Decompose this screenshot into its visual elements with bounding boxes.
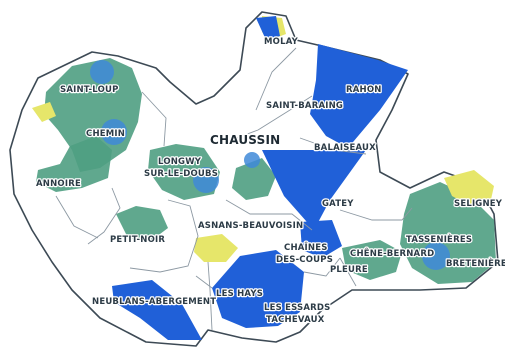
- blue-zone-moissey: [256, 16, 280, 40]
- yellow-zone-seligney: [444, 170, 494, 206]
- label-balaiseaux: BALAISEAUX: [314, 143, 376, 153]
- label-bretenieres: BRETENIÈRES: [446, 257, 505, 269]
- blue-zone-les-hays: [212, 250, 304, 328]
- blue-spot-longwy: [193, 167, 219, 193]
- green-zone-petit-noir: [116, 206, 168, 240]
- label-chaines: CHAÎNES: [284, 241, 328, 253]
- label-chaussin: CHAUSSIN: [210, 133, 280, 147]
- blue-spot-saint-loup: [90, 60, 114, 84]
- blue-zone-neublans: [112, 280, 202, 340]
- label-chemin: CHEMIN: [86, 129, 125, 139]
- yellow-zone-north: [32, 102, 56, 122]
- label-petit-noir: PETIT-NOIR: [110, 235, 165, 245]
- commune-boundaries: [55, 47, 413, 331]
- green-zone-chemin-annoire: [36, 136, 112, 192]
- label-longwy-line2: SUR-LE-DOUBS: [144, 169, 218, 179]
- label-moissey: MOLAY: [264, 37, 299, 47]
- blue-zone-balaiseaux: [262, 150, 366, 230]
- label-tassenieres: TASSENIÈRES: [406, 233, 472, 245]
- label-gatey: GATEY: [322, 199, 354, 209]
- blue-spot-chemin: [101, 119, 127, 145]
- green-zone-center: [232, 158, 276, 200]
- green-zone-chene-bernard: [342, 240, 402, 280]
- blue-zone-chaines: [300, 220, 342, 258]
- label-saint-loup: SAINT-LOUP: [60, 85, 119, 95]
- label-seligney: SELIGNEY: [454, 199, 503, 209]
- label-chaines-line2: DES-COUPS: [276, 255, 333, 265]
- blue-spot-tassenieres: [422, 242, 450, 270]
- label-chene-bernard: CHÊNE-BERNARD: [350, 247, 434, 259]
- label-neublans: NEUBLANS-ABERGEMENT: [92, 297, 216, 307]
- label-pleure: PLEURE: [330, 265, 368, 275]
- yellow-zone-asnans: [194, 234, 238, 262]
- blue-zone-rahon: [310, 44, 408, 148]
- town-labels: MOLAY SAINT-LOUP RAHON SAINT-BARAING CHE…: [35, 36, 505, 326]
- label-les-essards-line2: TACHEVAUX: [266, 315, 325, 325]
- label-annoire: ANNOIRE: [36, 179, 81, 189]
- blue-spots: [90, 60, 450, 270]
- label-asnans: ASNANS-BEAUVOISIN: [198, 221, 303, 231]
- label-longwy: LONGWY: [158, 157, 202, 167]
- blue-zones: [112, 16, 408, 340]
- label-saint-baraing: SAINT-BARAING: [266, 101, 343, 111]
- label-rahon: RAHON: [346, 85, 382, 95]
- label-les-hays: LES HAYS: [216, 289, 263, 299]
- blue-spot-chaussin: [244, 152, 260, 168]
- label-les-essards: LES ESSARDS: [264, 303, 330, 313]
